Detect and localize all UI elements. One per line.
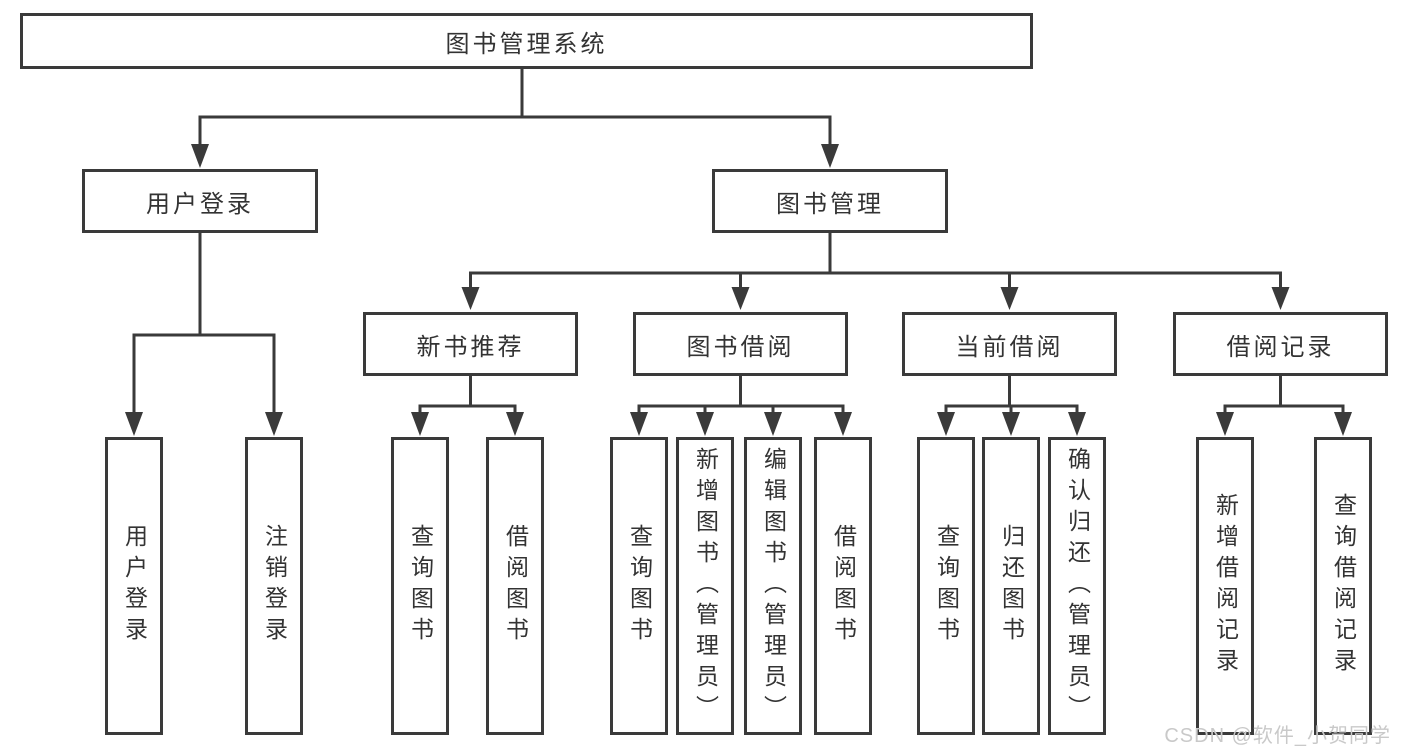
leaf-recommend-borrow-books: 借阅图书 [486, 437, 544, 735]
leaf-label: 归还图书 [998, 524, 1025, 648]
node-borrow-records: 借阅记录 [1173, 312, 1388, 376]
connector-borrow-records [1216, 376, 1352, 436]
leaf-current-confirm-return-admin: 确认归还（管理员） [1048, 437, 1106, 735]
leaf-label: 查询图书 [933, 524, 960, 648]
leaf-label: 查询借阅记录 [1330, 493, 1357, 679]
leaf-label: 编辑图书（管理员） [760, 446, 787, 726]
node-book-borrow: 图书借阅 [633, 312, 848, 376]
connector-root-to-level2 [191, 69, 839, 168]
connector-current-borrow [937, 376, 1086, 436]
node-label: 当前借阅 [955, 333, 1064, 361]
connector-book-management [461, 232, 1290, 310]
leaf-borrow-borrow-books: 借阅图书 [814, 437, 872, 735]
leaf-label: 查询图书 [626, 524, 653, 648]
leaf-label: 用户登录 [121, 524, 148, 648]
node-label: 借阅记录 [1226, 333, 1335, 361]
leaf-records-query-borrow-record: 查询借阅记录 [1314, 437, 1372, 735]
node-book-management: 图书管理 [712, 169, 948, 233]
leaf-user-login: 用户登录 [105, 437, 163, 735]
leaf-label: 查询图书 [407, 524, 434, 648]
leaf-borrow-add-books-admin: 新增图书（管理员） [676, 437, 734, 735]
node-current-borrow: 当前借阅 [902, 312, 1117, 376]
node-label: 用户登录 [146, 190, 254, 218]
node-book-management-system: 图书管理系统 [20, 13, 1033, 69]
node-new-book-recommend: 新书推荐 [363, 312, 578, 376]
leaf-current-return-books: 归还图书 [982, 437, 1040, 735]
connector-user-login [125, 233, 283, 436]
leaf-label: 借阅图书 [830, 524, 857, 648]
leaf-label: 借阅图书 [502, 524, 529, 648]
node-label: 新书推荐 [416, 333, 525, 361]
leaf-borrow-query-books: 查询图书 [610, 437, 668, 735]
node-label: 图书管理系统 [445, 30, 608, 58]
leaf-borrow-edit-books-admin: 编辑图书（管理员） [744, 437, 802, 735]
leaf-records-add-borrow-record: 新增借阅记录 [1196, 437, 1254, 735]
leaf-label: 确认归还（管理员） [1064, 446, 1091, 726]
leaf-label: 新增图书（管理员） [692, 446, 719, 726]
leaf-label: 新增借阅记录 [1212, 493, 1239, 679]
leaf-recommend-query-books: 查询图书 [391, 437, 449, 735]
node-user-login: 用户登录 [82, 169, 318, 233]
leaf-label: 注销登录 [261, 524, 288, 648]
leaf-current-query-books: 查询图书 [917, 437, 975, 735]
connector-new-book-recommend [411, 376, 524, 436]
node-label: 图书管理 [776, 190, 884, 218]
csdn-watermark: CSDN @软件_小贺同学 [1164, 725, 1391, 747]
leaf-logout: 注销登录 [245, 437, 303, 735]
connector-book-borrow [630, 376, 852, 436]
node-label: 图书借阅 [686, 333, 795, 361]
